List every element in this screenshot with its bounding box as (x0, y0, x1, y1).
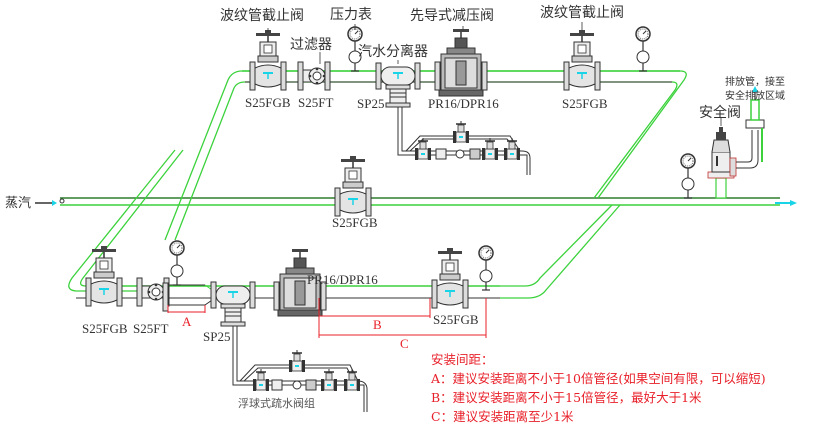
top-globe-valve-right-icon[interactable] (563, 29, 601, 91)
bottom-right-pressure-gauge-icon (478, 245, 494, 291)
leader-lines-top (267, 22, 583, 64)
label-bellows-valve-top-right: 波纹管截止阀 (540, 5, 624, 21)
label-vent-pipe-line2: 安全排放区域 (725, 91, 785, 102)
model-bottom-globe-valve-left: S25FGB (82, 321, 128, 336)
safety-valve-icon[interactable] (707, 99, 765, 199)
outlet-arrow-icon (775, 200, 797, 206)
bottom-globe-valve-left-icon[interactable] (85, 245, 123, 307)
label-safety-valve: 安全阀 (699, 105, 741, 121)
dimension-a (167, 305, 206, 313)
label-vent-pipe-line1: 排放管，接至 (725, 77, 785, 88)
inlet-arrow-icon (35, 198, 65, 206)
model-bottom-globe-valve-right: S25FGB (433, 312, 479, 327)
model-bypass-globe-valve: S25FGB (332, 215, 378, 230)
model-top-strainer: S25FT (298, 95, 334, 110)
notes-c: C：建议安装距离至少1米 (431, 409, 574, 424)
notes-b: B：建议安装距离不小于15倍管径，最好大于1米 (431, 390, 702, 405)
main-steam-line (60, 197, 780, 206)
dimension-b-label: B (373, 317, 382, 332)
steam-inlet-label: 蒸汽 (5, 196, 31, 211)
bottom-separator-icon[interactable] (210, 281, 256, 327)
model-bottom-strainer: S25FT (133, 321, 169, 336)
dimension-b (318, 298, 431, 338)
model-top-globe-valve-right: S25FGB (562, 96, 608, 111)
bottom-globe-valve-right-icon[interactable] (431, 247, 469, 309)
top-globe-valve-left-icon[interactable] (249, 29, 287, 91)
notes-a: A：建议安装距离不小于10倍管径(如果空间有限，可以缩短) (431, 371, 766, 386)
bottom-pressure-gauge-icon (169, 240, 185, 286)
label-bellows-valve-top-left: 波纹管截止阀 (220, 8, 304, 24)
model-top-globe-valve-left: S25FGB (245, 95, 291, 110)
dimension-a-label: A (182, 314, 192, 329)
lower-trap-group (232, 326, 368, 412)
installation-spacing-notes: 安装间距： A：建议安装距离不小于10倍管径(如果空间有限，可以缩短) B：建议… (431, 350, 766, 426)
safety-pressure-gauge-icon (680, 153, 696, 199)
dimension-c (319, 298, 487, 338)
upper-trap-group (397, 107, 531, 175)
model-top-reducing-valve: PR16/DPR16 (428, 96, 499, 111)
label-float-trap-group: 浮球式疏水阀组 (238, 397, 315, 410)
vent-arrow-icon (752, 86, 758, 100)
label-separator: 汽水分离器 (358, 44, 428, 60)
model-bottom-reducing-valve: PR16/DPR16 (307, 272, 378, 287)
top-reducing-valve-icon[interactable] (434, 28, 488, 97)
label-filter: 过滤器 (290, 37, 332, 53)
notes-title: 安装间距： (431, 352, 494, 367)
label-pressure-gauge: 压力表 (330, 7, 372, 23)
bypass-globe-valve-icon[interactable] (334, 155, 372, 217)
top-right-pressure-gauge-icon (635, 26, 651, 72)
top-strainer-icon[interactable] (297, 61, 331, 91)
dimension-c-label: C (400, 336, 409, 351)
model-bottom-separator: SP25 (203, 329, 231, 344)
model-top-separator: SP25 (357, 96, 385, 111)
bottom-reducer-pipe (162, 282, 216, 312)
label-pilot-reducing-valve: 先导式减压阀 (410, 8, 494, 24)
